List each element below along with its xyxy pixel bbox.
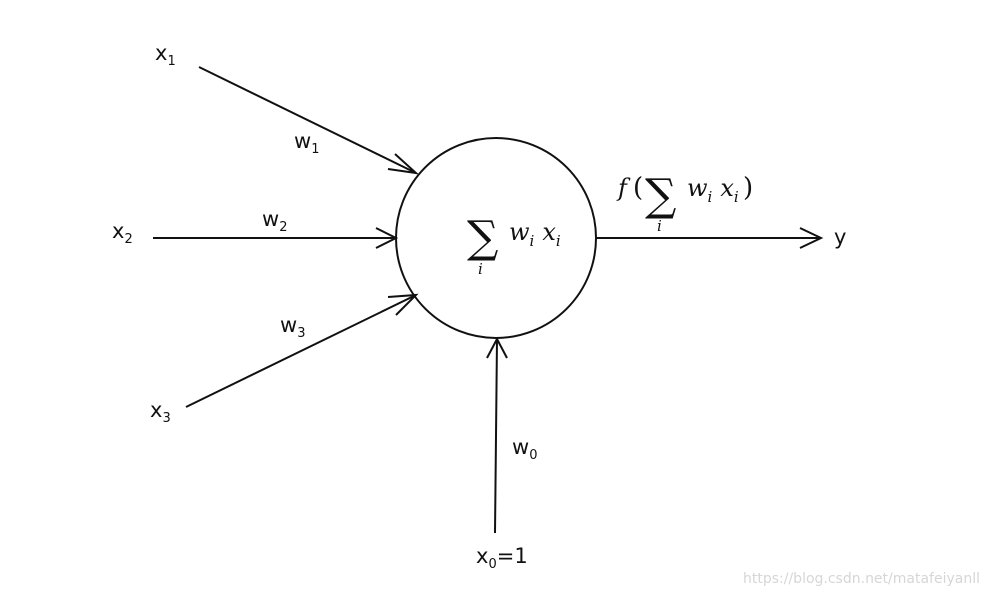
edge-x3 [185, 293, 419, 408]
activation-sum-index: i [657, 217, 662, 235]
weight-label-w3: w3 [280, 313, 305, 341]
sum-index: i [478, 260, 483, 278]
edge-x1 [198, 66, 420, 175]
input-label-x3: x3 [150, 398, 171, 426]
watermark: https://blog.csdn.net/matafeiyanll [743, 571, 980, 587]
edge-output [596, 227, 824, 249]
activation-sum-symbol: ∑ [645, 170, 676, 221]
arrowhead-x1 [387, 153, 420, 175]
weight-label-w0: w0 [512, 435, 537, 463]
weight-label-w2: w2 [262, 207, 287, 235]
activation-close-paren: ) [743, 173, 753, 203]
input-label-x2: x2 [112, 219, 133, 247]
sum-symbol: ∑ [467, 212, 498, 263]
input-label-x0: x0=1 [476, 544, 528, 572]
edge-x0 [486, 336, 508, 534]
output-label-y: y [834, 225, 846, 249]
arrowhead-x3 [387, 293, 419, 316]
arrowhead-output [799, 227, 824, 249]
arrowhead-x0 [486, 336, 508, 359]
activation-open-paren: ( [633, 173, 643, 203]
edge-x2 [153, 227, 399, 249]
arrowhead-x2 [375, 227, 399, 249]
input-label-x1: x1 [155, 41, 176, 69]
weight-label-w1: w1 [294, 129, 319, 157]
activation-f: f [616, 174, 631, 202]
